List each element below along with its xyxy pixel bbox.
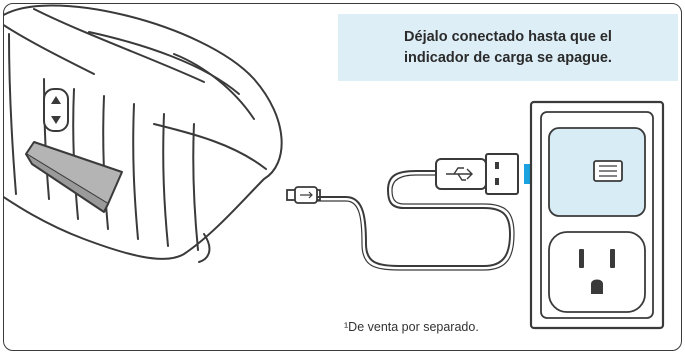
usb-cable bbox=[310, 170, 512, 267]
footnote: ¹De venta por separado. bbox=[344, 320, 479, 334]
battery-tab bbox=[25, 141, 123, 213]
micro-usb-plug-icon bbox=[286, 186, 321, 204]
illustration-frame: Déjalo conectado hasta que el indicador … bbox=[3, 3, 682, 351]
handheld-device bbox=[4, 4, 283, 263]
usb-a-plug-icon bbox=[435, 153, 519, 195]
usb-port-icon bbox=[548, 127, 646, 217]
instruction-callout: Déjalo conectado hasta que el indicador … bbox=[338, 14, 678, 81]
power-outlet-icon bbox=[548, 231, 646, 313]
device-button bbox=[43, 88, 69, 132]
instruction-text: Déjalo conectado hasta que el indicador … bbox=[404, 28, 612, 66]
charging-illustration bbox=[4, 4, 665, 330]
